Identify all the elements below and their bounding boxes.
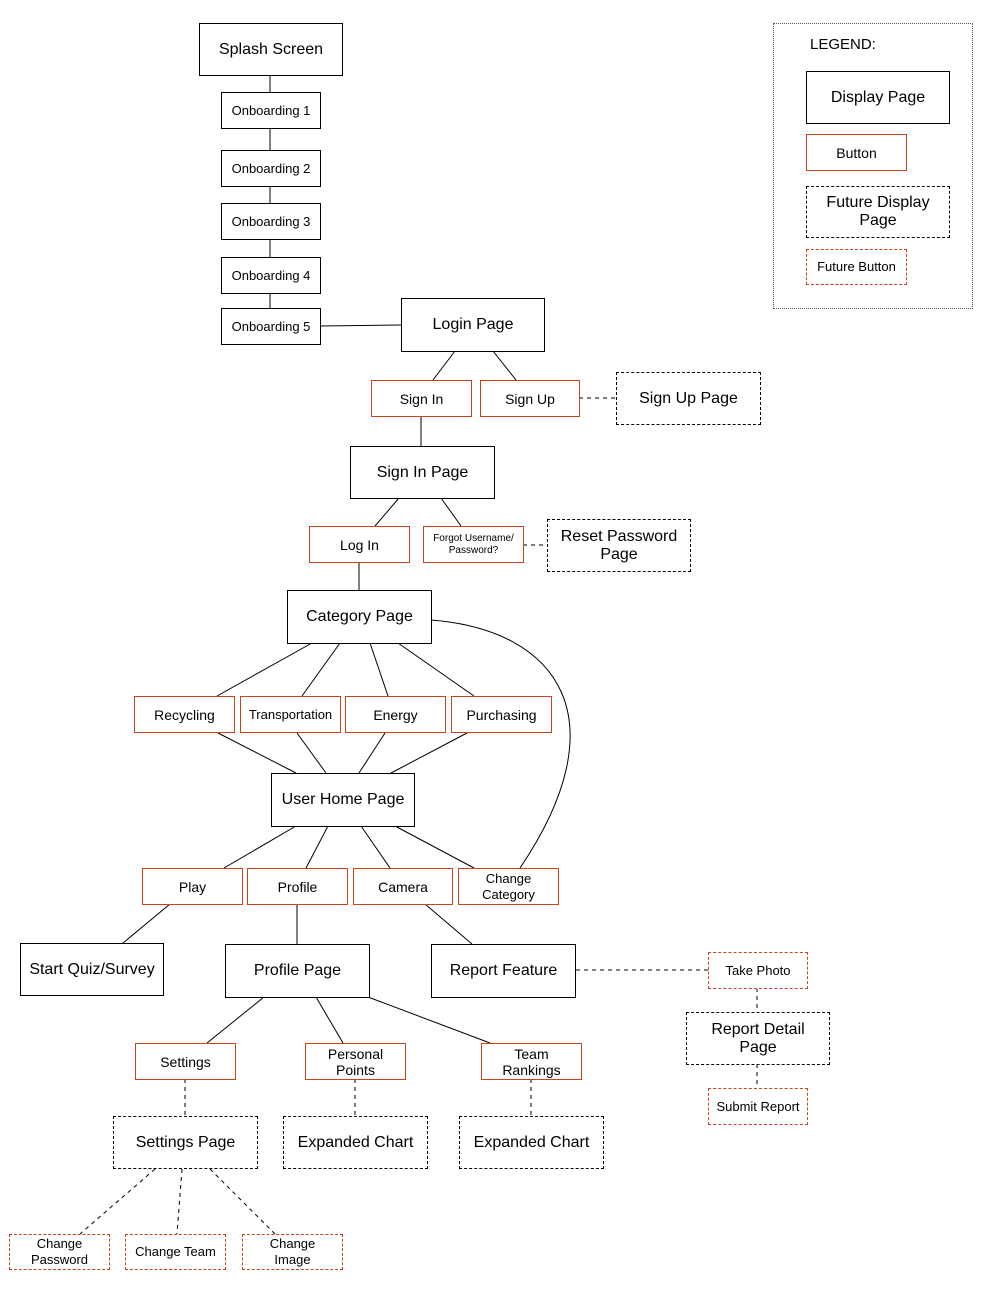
personal-points-button-node: Personal Points bbox=[305, 1043, 406, 1080]
change-category-button-node: Change Category bbox=[458, 868, 559, 905]
report-feature-node: Report Feature bbox=[431, 944, 576, 998]
edge-profilepage-settings bbox=[206, 996, 265, 1044]
energy-button-node: Energy bbox=[345, 696, 446, 733]
legend-future-display-page: Future Display Page bbox=[806, 186, 950, 238]
legend-button: Button bbox=[806, 134, 907, 171]
play-button-node: Play bbox=[142, 868, 243, 905]
edge-profilepage-rankings bbox=[367, 996, 491, 1044]
onboarding-4-node: Onboarding 4 bbox=[221, 257, 321, 294]
edge-signinpage-forgot bbox=[440, 497, 462, 527]
expanded-chart-team-node: Expanded Chart bbox=[459, 1116, 604, 1169]
sign-up-page-node: Sign Up Page bbox=[616, 372, 761, 425]
purchasing-button-node: Purchasing bbox=[451, 696, 552, 733]
edge-settingspage-changeimage bbox=[209, 1168, 276, 1235]
legend-box bbox=[773, 23, 973, 309]
edge-transportation-home bbox=[296, 732, 327, 774]
user-home-page-node: User Home Page bbox=[271, 773, 415, 827]
legend-display-page: Display Page bbox=[806, 71, 950, 124]
sign-in-page-node: Sign In Page bbox=[350, 446, 495, 499]
forgot-password-button-node: Forgot Username/ Password? bbox=[423, 526, 524, 563]
sign-in-button-node: Sign In bbox=[371, 380, 472, 417]
onboarding-1-node: Onboarding 1 bbox=[221, 92, 321, 129]
legend-title: LEGEND: bbox=[810, 36, 876, 53]
edge-category-recycling bbox=[216, 642, 313, 697]
edge-signinpage-login bbox=[374, 497, 400, 527]
take-photo-button-node: Take Photo bbox=[708, 952, 808, 989]
change-password-button-node: Change Password bbox=[9, 1234, 110, 1270]
edge-energy-home bbox=[358, 732, 386, 774]
legend-future-button: Future Button bbox=[806, 249, 907, 285]
edge-play-quiz bbox=[122, 903, 171, 944]
onboarding-5-node: Onboarding 5 bbox=[221, 308, 321, 345]
edge-category-energy bbox=[369, 642, 389, 697]
category-page-node: Category Page bbox=[287, 590, 432, 644]
login-page-node: Login Page bbox=[401, 298, 545, 352]
onboarding-3-node: Onboarding 3 bbox=[221, 203, 321, 240]
submit-report-button-node: Submit Report bbox=[708, 1088, 808, 1125]
edge-home-camera bbox=[360, 825, 391, 869]
team-rankings-button-node: Team Rankings bbox=[481, 1043, 582, 1080]
splash-screen-node: Splash Screen bbox=[199, 23, 343, 76]
report-detail-page-node: Report Detail Page bbox=[686, 1012, 830, 1065]
expanded-chart-personal-node: Expanded Chart bbox=[283, 1116, 428, 1169]
edge-onboarding5-login bbox=[319, 324, 402, 327]
profile-button-node: Profile bbox=[247, 868, 348, 905]
settings-page-node: Settings Page bbox=[113, 1116, 258, 1169]
edge-settingspage-changeteam bbox=[176, 1168, 183, 1235]
transportation-button-node: Transportation bbox=[240, 696, 341, 733]
edge-home-play bbox=[223, 825, 297, 869]
camera-button-node: Camera bbox=[353, 868, 453, 905]
edge-category-purchasing bbox=[397, 642, 475, 697]
edge-login-signup bbox=[492, 350, 517, 381]
edge-login-signin bbox=[432, 350, 456, 381]
edge-recycling-home bbox=[217, 732, 297, 774]
recycling-button-node: Recycling bbox=[134, 696, 235, 733]
change-team-button-node: Change Team bbox=[125, 1234, 226, 1270]
edge-category-changecategory bbox=[430, 619, 571, 869]
change-image-button-node: Change Image bbox=[242, 1234, 343, 1270]
sign-up-button-node: Sign Up bbox=[480, 380, 580, 417]
log-in-button-node: Log In bbox=[309, 526, 410, 563]
start-quiz-survey-node: Start Quiz/Survey bbox=[20, 943, 164, 996]
profile-page-node: Profile Page bbox=[225, 944, 370, 998]
edge-profilepage-points bbox=[315, 996, 344, 1044]
edge-settingspage-changepassword bbox=[79, 1168, 156, 1235]
onboarding-2-node: Onboarding 2 bbox=[221, 150, 321, 187]
edge-home-changecategory bbox=[394, 825, 475, 869]
edge-camera-report bbox=[424, 903, 473, 945]
settings-button-node: Settings bbox=[135, 1043, 236, 1080]
reset-password-page-node: Reset Password Page bbox=[547, 519, 691, 572]
edge-home-profile bbox=[305, 825, 329, 869]
edge-purchasing-home bbox=[390, 732, 468, 774]
edge-category-transportation bbox=[301, 642, 341, 697]
